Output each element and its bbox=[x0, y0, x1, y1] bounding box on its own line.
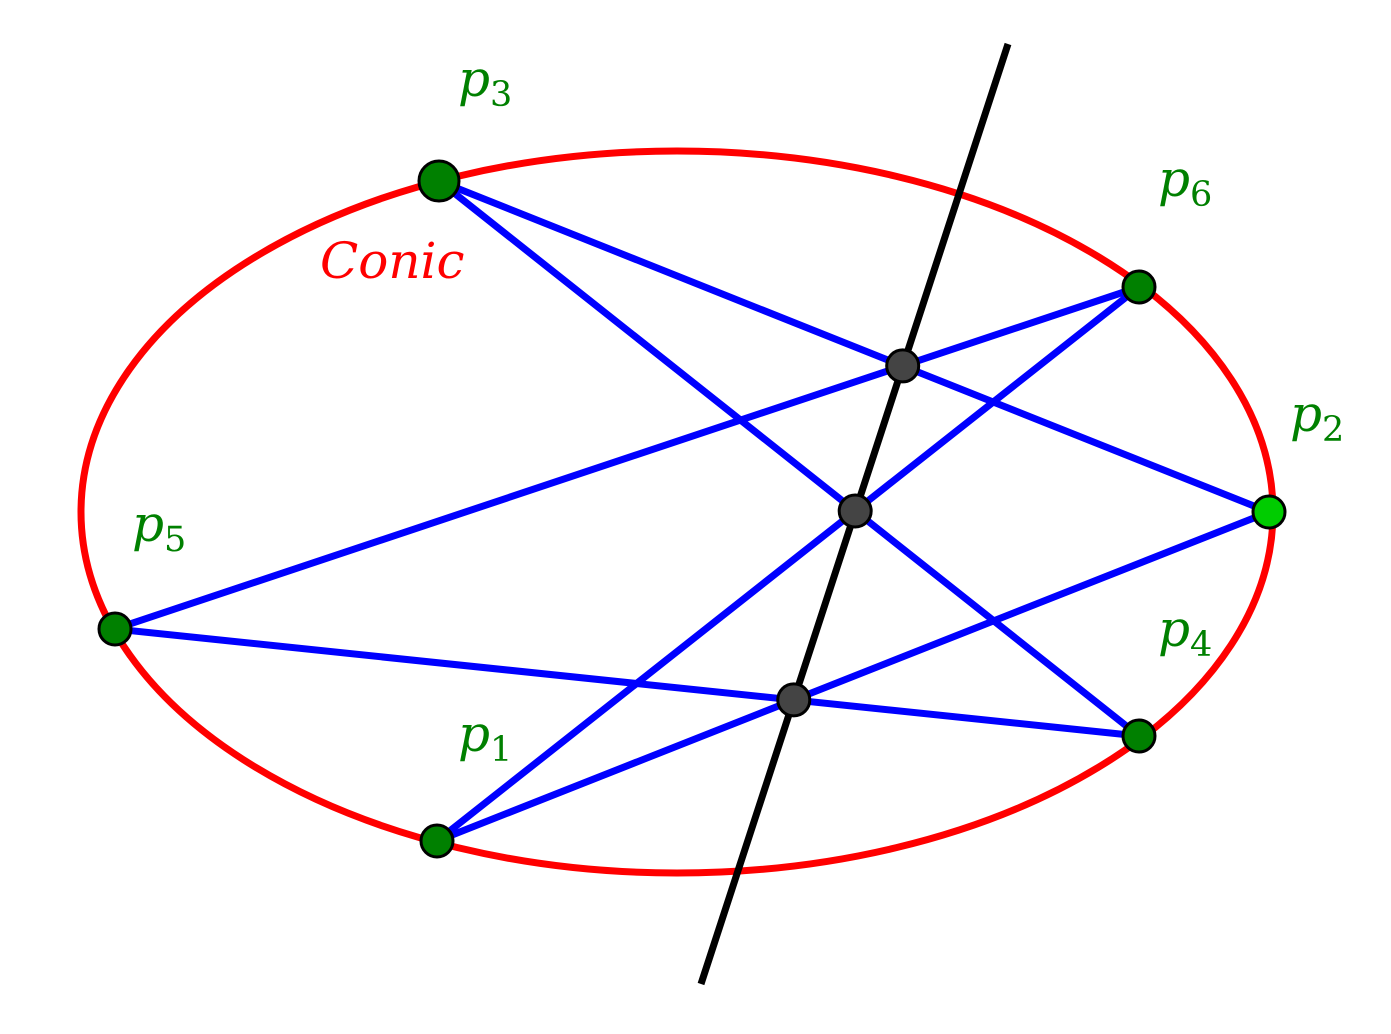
label-p2-base: p bbox=[1290, 385, 1322, 443]
conic-points bbox=[97, 159, 1287, 859]
point-p6 bbox=[1121, 269, 1157, 305]
side-p5-p6-line bbox=[111, 283, 1143, 633]
label-p4-sub: 4 bbox=[1190, 625, 1212, 665]
label-p3: p3 bbox=[458, 50, 512, 115]
label-p3-base: p bbox=[458, 50, 490, 108]
hexagon-sides bbox=[111, 177, 1273, 845]
label-p5-sub: 5 bbox=[164, 520, 186, 560]
label-p2: p2 bbox=[1290, 385, 1344, 450]
point-p1 bbox=[419, 823, 455, 859]
intersection-point-3 bbox=[837, 493, 873, 529]
label-p5-base: p bbox=[132, 495, 164, 553]
label-p5: p5 bbox=[132, 495, 186, 560]
intersection-points bbox=[776, 348, 921, 718]
label-p4-base: p bbox=[1158, 600, 1190, 658]
conic-ellipse bbox=[77, 147, 1277, 877]
point-labels: p3 p6 p2 p5 p4 p1 Conic bbox=[132, 50, 1344, 770]
intersection-point-2 bbox=[885, 348, 921, 384]
side-p4-p5-line bbox=[111, 625, 1143, 740]
label-p2-sub: 2 bbox=[1322, 410, 1344, 450]
label-p6-base: p bbox=[1158, 150, 1190, 208]
side-p3-p4-line bbox=[435, 177, 1143, 740]
label-p6-sub: 6 bbox=[1190, 175, 1212, 215]
point-p2 bbox=[1251, 494, 1287, 530]
point-p4 bbox=[1121, 718, 1157, 754]
conic-label: Conic bbox=[320, 232, 465, 290]
label-p1-sub: 1 bbox=[490, 730, 512, 770]
intersection-point-1 bbox=[776, 682, 812, 718]
point-p3 bbox=[417, 159, 461, 203]
label-p3-sub: 3 bbox=[490, 75, 512, 115]
point-p5 bbox=[97, 611, 133, 647]
label-p4: p4 bbox=[1158, 600, 1212, 665]
label-p1-base: p bbox=[458, 705, 490, 763]
side-p6-p1-line bbox=[433, 283, 1143, 845]
label-p6: p6 bbox=[1158, 150, 1212, 215]
label-p1: p1 bbox=[458, 705, 512, 770]
side-p2-p3-line bbox=[435, 177, 1273, 516]
side-p1-p2-line bbox=[433, 508, 1273, 845]
